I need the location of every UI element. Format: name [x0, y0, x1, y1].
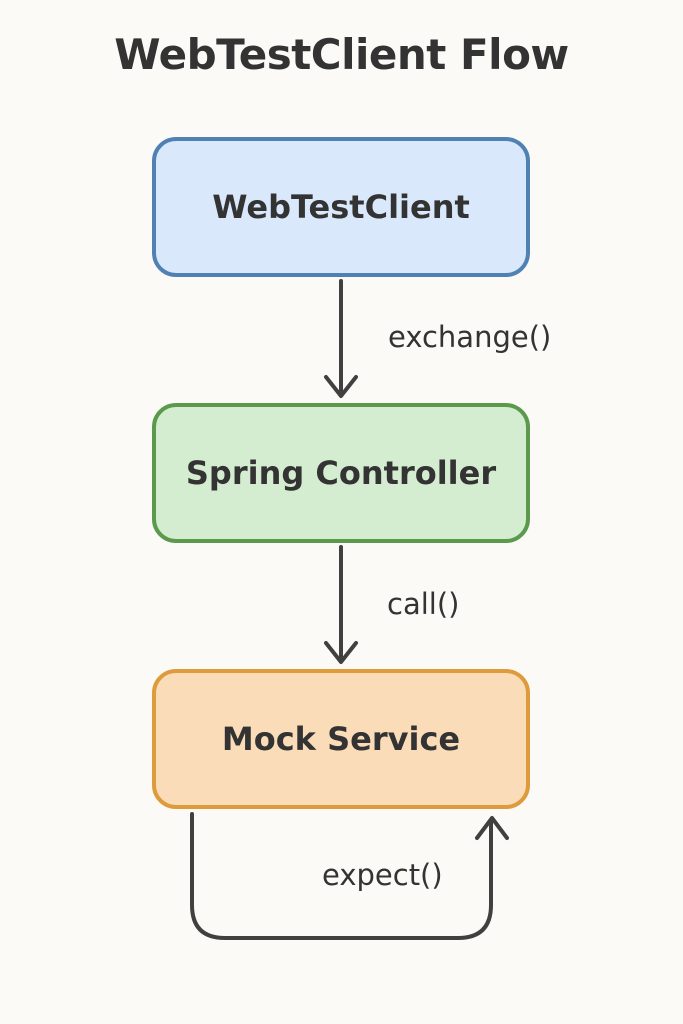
edge-label-exchange: exchange(): [388, 320, 552, 354]
node-webtestclient: WebTestClient: [152, 137, 530, 277]
node-spring-controller: Spring Controller: [152, 403, 530, 543]
edge-label-call: call(): [387, 587, 460, 621]
node-webtestclient-label: WebTestClient: [212, 188, 470, 226]
node-spring-controller-label: Spring Controller: [185, 454, 497, 492]
arrow-call-head: [324, 641, 358, 664]
arrow-expect-head: [475, 816, 509, 840]
arrow-exchange-head: [324, 375, 358, 398]
node-mock-service-label: Mock Service: [221, 720, 461, 758]
node-mock-service: Mock Service: [152, 669, 530, 809]
edge-label-expect: expect(): [322, 858, 443, 892]
diagram-title: WebTestClient Flow: [114, 30, 569, 79]
